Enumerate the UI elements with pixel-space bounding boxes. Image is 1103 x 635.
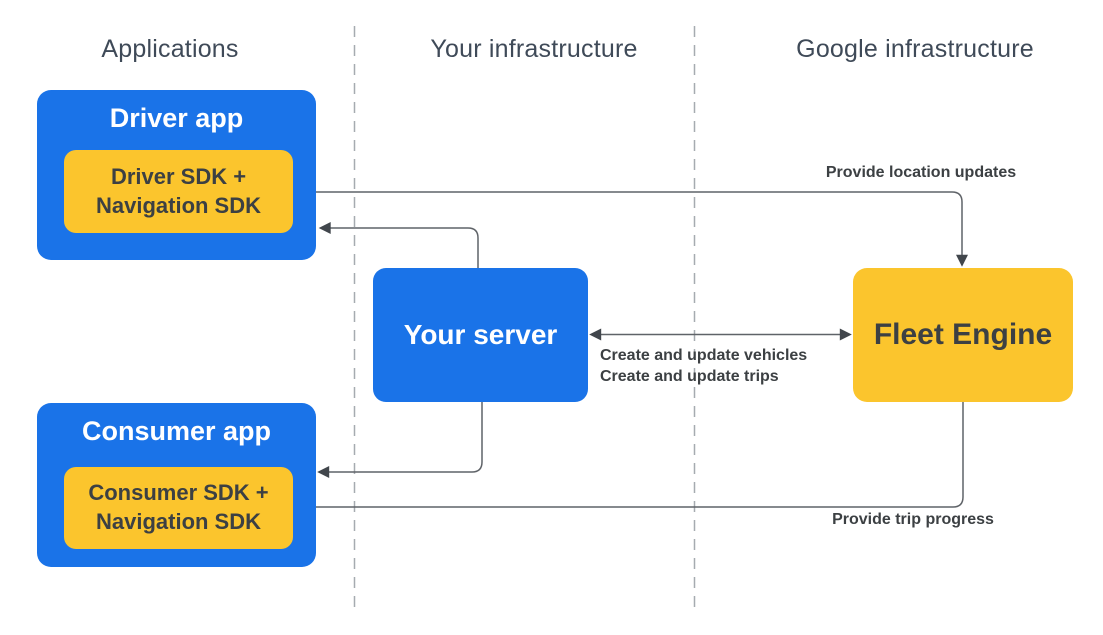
consumer-sdk-line1: Consumer SDK + xyxy=(88,480,269,506)
driver-sdk-node: Driver SDK + Navigation SDK xyxy=(64,150,293,233)
driver-sdk-line1: Driver SDK + xyxy=(110,163,247,189)
label-provide-location-updates: Provide location updates xyxy=(825,164,1017,181)
edge-server-to-driver-app xyxy=(318,222,479,268)
edge-provide-trip-progress xyxy=(294,402,964,513)
driver-app-node: Driver app Driver SDK + Navigation SDK xyxy=(37,90,316,260)
fleet-engine-node: Fleet Engine xyxy=(853,268,1073,402)
driver-app-title: Driver app xyxy=(109,103,244,133)
edge-provide-location-updates xyxy=(293,191,968,267)
label-provide-trip-progress: Provide trip progress xyxy=(832,511,994,528)
label-create-update-vehicles: Create and update vehicles xyxy=(600,347,808,364)
consumer-app-title: Consumer app xyxy=(81,416,272,446)
column-header-applications: Applications xyxy=(101,35,239,63)
driver-sdk-line2: Navigation SDK xyxy=(95,192,262,218)
fleet-engine-title: Fleet Engine xyxy=(873,318,1053,351)
consumer-sdk-node: Consumer SDK + Navigation SDK xyxy=(64,467,293,549)
column-header-google-infrastructure: Google infrastructure xyxy=(796,35,1034,63)
edge-server-to-consumer-app xyxy=(317,402,483,478)
label-create-and-update: Create and update vehicles Create and up… xyxy=(600,345,807,387)
consumer-sdk-line2: Navigation SDK xyxy=(95,509,262,534)
label-create-update-trips: Create and update trips xyxy=(600,368,779,385)
your-server-title: Your server xyxy=(403,319,558,350)
consumer-app-node: Consumer app Consumer SDK + Navigation S… xyxy=(37,403,316,567)
your-server-node: Your server xyxy=(373,268,588,402)
column-header-your-infrastructure: Your infrastructure xyxy=(430,35,638,63)
